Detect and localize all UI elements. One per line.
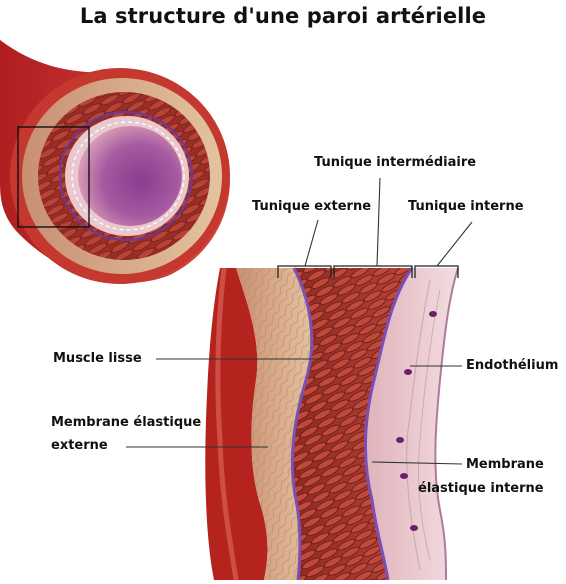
- label-tunique-interne: Tunique interne: [408, 197, 524, 217]
- endothelial-nucleus: [396, 437, 404, 443]
- label-membrane-elastique-externe-line2: externe: [51, 436, 108, 456]
- artery-wall-zoom: [205, 260, 458, 580]
- endothelial-nucleus: [410, 525, 418, 531]
- endothelial-nucleus: [404, 369, 412, 375]
- endothelial-nucleus: [429, 311, 437, 317]
- label-membrane-elastique-externe-line1: Membrane élastique: [51, 413, 201, 433]
- artery-cross-section: [0, 40, 230, 284]
- label-endothelium: Endothélium: [466, 356, 558, 376]
- label-muscle-lisse: Muscle lisse: [53, 349, 142, 369]
- label-tunique-intermediaire: Tunique intermédiaire: [314, 153, 476, 173]
- label-tunique-externe: Tunique externe: [252, 197, 371, 217]
- label-membrane-elastique-interne-line2: élastique interne: [418, 479, 544, 499]
- label-membrane-elastique-interne-line1: Membrane: [466, 455, 544, 475]
- diagram-title: La structure d'une paroi artérielle: [0, 4, 566, 28]
- endothelial-nucleus: [400, 473, 408, 479]
